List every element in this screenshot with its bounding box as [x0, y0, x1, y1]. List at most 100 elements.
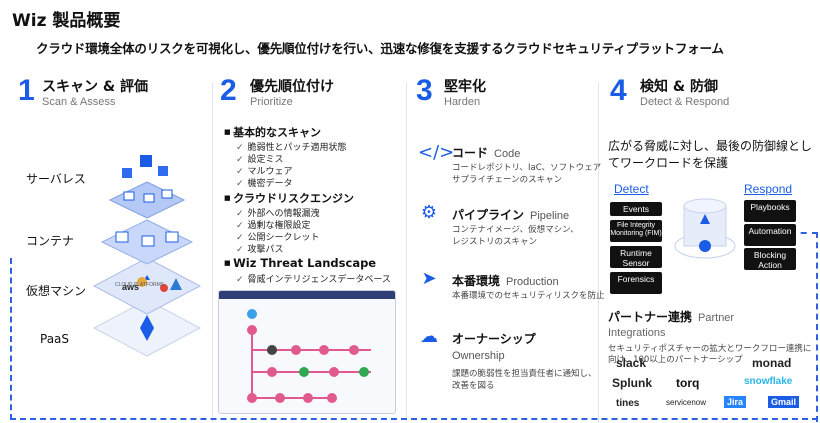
cube-icon — [122, 168, 132, 178]
security-graph-screenshot — [218, 290, 396, 414]
flow-dashed-right — [778, 232, 818, 422]
flow-dashed-left-bottom — [10, 258, 818, 420]
ownership-icon: ☁ — [420, 326, 438, 347]
layer-serverless: サーバレス — [26, 172, 86, 186]
harden-production-title-en: Production — [506, 276, 559, 288]
azure-logo-icon — [170, 278, 182, 290]
harden-ownership-desc-1: 課題の脆弱性を担当責任者に通知し、 — [452, 369, 597, 379]
prioritize-item: 脅威インテリジェンスデータベース — [236, 272, 391, 285]
cloud-stack-illustration: aws — [92, 155, 202, 357]
page-subtitle: クラウド環境全体のリスクを可視化し、優先順位付けを行い、迅速な修復を支援するクラ… — [36, 41, 724, 56]
cloud-platforms-label: CLOUD PLATFORMS — [115, 282, 165, 288]
respond-blocking-action: Blocking Action — [744, 248, 796, 270]
graph-node — [349, 345, 359, 355]
respond-playbooks: Playbooks — [744, 200, 796, 222]
cube-icon — [140, 155, 152, 167]
respond-automation: Automation — [744, 224, 796, 246]
harden-code-title-en: Code — [494, 148, 521, 160]
graph-node — [267, 367, 277, 377]
snowflake-logo: snowflake — [744, 376, 793, 387]
partner-description: セキュリティポスチャーの拡大とワークフロー連携に 向け、100以上のパートナーシ… — [608, 344, 811, 366]
servicenow-logo: servicenow — [666, 398, 707, 407]
step-number-2: 2 — [220, 74, 237, 107]
partner-desc-line-1: セキュリティポスチャーの拡大とワークフロー連携に — [608, 344, 812, 354]
layer-paas: PaaS — [40, 332, 70, 346]
shield-core-icon — [699, 240, 711, 252]
col3-title: 堅牢化 — [444, 79, 486, 95]
detect-description: 広がる脅威に対し、最後の防御線とし てワークロードを保護 — [608, 138, 812, 172]
prioritize-group2-head: クラウドリスクエンジン — [224, 190, 354, 206]
graph-node — [247, 325, 257, 335]
graph-node — [267, 345, 277, 355]
harden-code-desc-2: サプライチェーンのスキャン — [452, 175, 563, 185]
step-number-1: 1 — [18, 74, 35, 107]
partner-title-ja: パートナー連携 — [608, 310, 693, 324]
slack-logo: slack — [616, 356, 647, 370]
col2-title: 優先順位付け — [250, 79, 334, 95]
graph-node — [247, 393, 257, 403]
tines-logo: tines — [616, 398, 640, 409]
harden-pipeline-desc-1: コンテナイメージ、仮想マシン、 — [452, 225, 579, 235]
graph-node — [291, 345, 301, 355]
function-icon — [123, 191, 135, 201]
harden-ownership-title: オーナーシップ — [452, 332, 536, 346]
prioritize-group1-head: 基本的なスキャン — [224, 124, 321, 140]
graph-node — [319, 345, 329, 355]
prioritize-group3-head: Wiz Threat Landscape — [224, 256, 376, 270]
col1-title: スキャン & 評価 — [42, 79, 148, 95]
prioritize-item: マルウェア — [236, 164, 293, 177]
prioritize-item: 機密データ — [236, 176, 293, 189]
container-box-icon — [115, 231, 129, 243]
col3-sub: Harden — [444, 96, 481, 108]
harden-ownership-en: Ownership — [452, 350, 505, 362]
container-box-icon — [141, 235, 155, 247]
layer-container: コンテナ — [26, 234, 75, 248]
cube-icon — [158, 166, 168, 176]
respond-heading: Respond — [744, 182, 793, 196]
production-icon: ➤ — [421, 268, 437, 289]
col2-sub: Prioritize — [250, 96, 293, 108]
container-box-icon — [165, 231, 179, 243]
harden-code-title: コード Code — [452, 144, 520, 161]
divider-3 — [598, 82, 599, 422]
prioritize-item: 脆弱性とパッチ適用状態 — [236, 140, 347, 153]
prioritize-item: 公開シークレット — [236, 230, 320, 243]
aws-logo-text: aws — [122, 282, 139, 292]
code-icon: </> — [418, 142, 455, 163]
screen-header-bar — [219, 291, 395, 299]
gcp-logo-icon — [137, 277, 147, 287]
gmail-logo: Gmail — [768, 396, 800, 408]
splunk-logo: Splunk — [612, 376, 653, 390]
prioritize-item: 過剰な権限設定 — [236, 218, 311, 231]
detect-events: Events — [610, 202, 662, 216]
pipeline-icon: ⚙ — [420, 202, 438, 223]
oracle-logo-icon — [160, 284, 168, 292]
detect-runtime-sensor: Runtime Sensor — [610, 246, 662, 268]
detect-heading: Detect — [614, 182, 649, 196]
prioritize-item: 攻撃パス — [236, 242, 284, 255]
cloud-platform-layer — [92, 257, 202, 315]
col4-title: 検知 & 防御 — [640, 79, 718, 95]
detect-forensics: Forensics — [610, 272, 662, 294]
monad-logo: monad — [752, 356, 792, 370]
harden-production-desc-1: 本番環境でのセキュリティリスクを防止 — [452, 291, 605, 301]
function-icon — [161, 189, 173, 199]
graph-node — [275, 393, 285, 403]
graph-node — [303, 393, 313, 403]
graph-node — [329, 367, 339, 377]
layer-vm: 仮想マシン — [26, 284, 87, 298]
step-number-4: 4 — [610, 74, 627, 107]
detect-fim: File Integrity Monitoring (FIM) — [610, 220, 662, 242]
harden-pipeline-title: パイプライン Pipeline — [452, 206, 569, 223]
col4-sub: Detect & Respond — [640, 96, 730, 108]
detect-desc-line-1: 広がる脅威に対し、最後の防御線とし — [608, 139, 813, 153]
harden-pipeline-title-ja: パイプライン — [452, 208, 525, 222]
prioritize-item: 設定ミス — [236, 152, 284, 165]
divider-1 — [212, 82, 213, 422]
graph-node — [327, 393, 337, 403]
partner-desc-line-2: 向け、100以上のパートナーシップ — [608, 355, 743, 365]
harden-pipeline-title-en: Pipeline — [530, 210, 570, 222]
harden-code-title-ja: コード — [452, 146, 489, 160]
